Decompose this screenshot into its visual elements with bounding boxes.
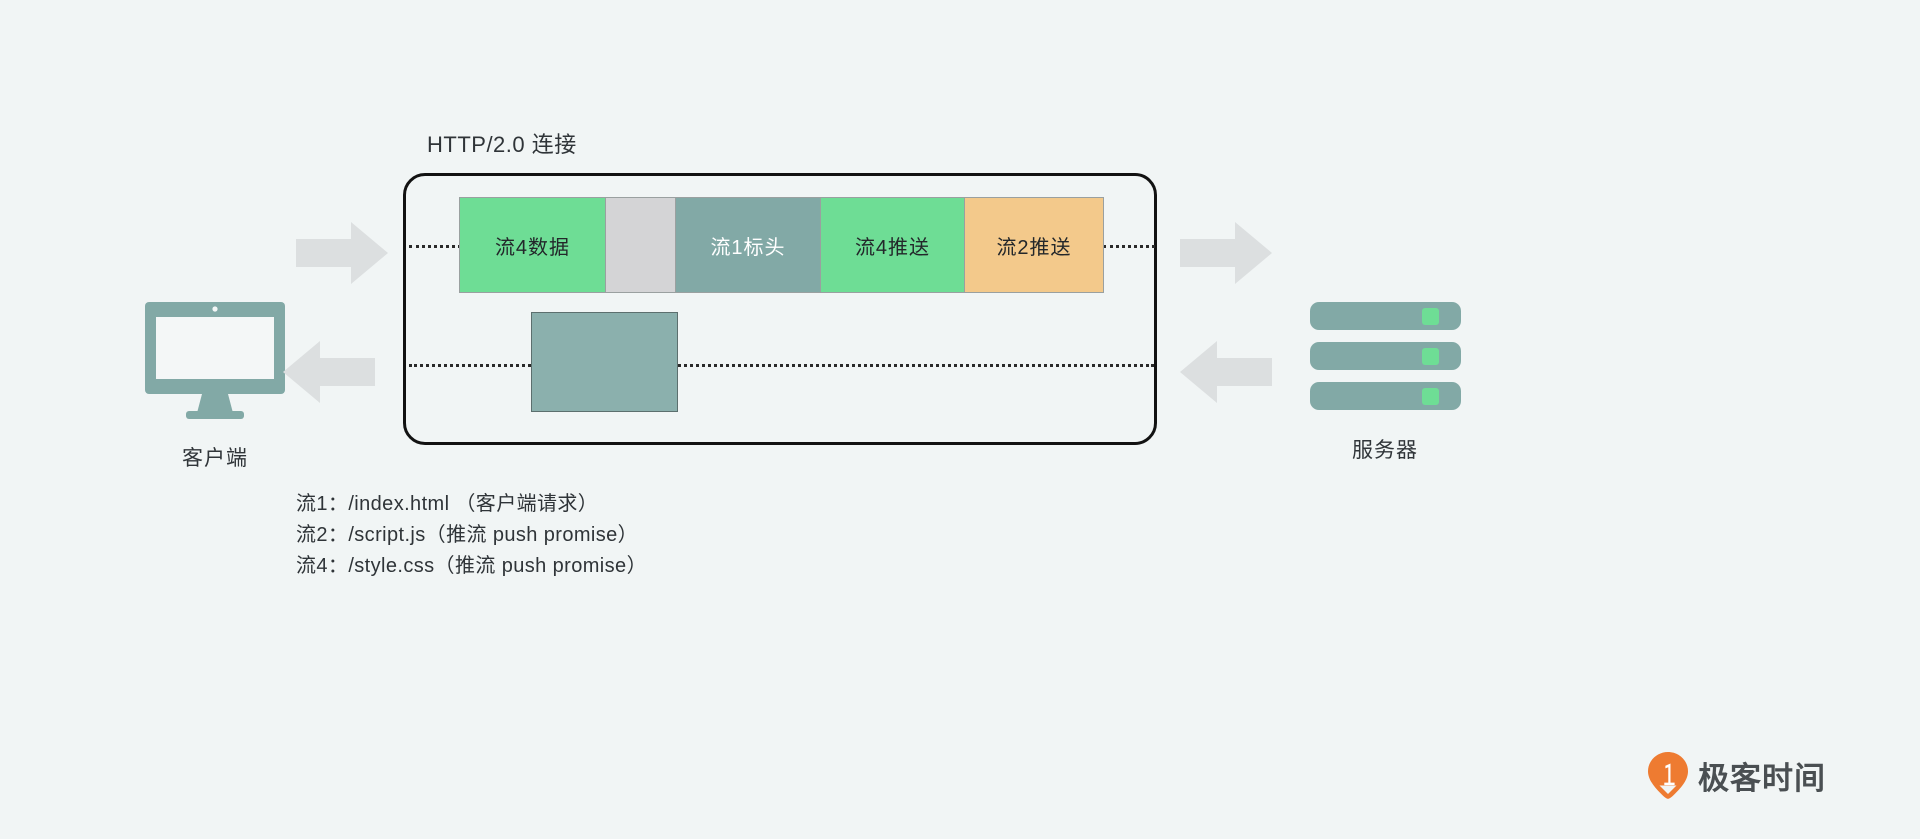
request-dotted-line-right [1103,245,1155,248]
server-node: 服务器 [1300,300,1470,464]
response-frame-block [531,312,678,412]
frame-stream4-data: 流4数据 [459,197,605,293]
response-dotted-line [409,364,1154,367]
legend-line-stream2: 流2：/script.js（推流 push promise） [296,524,639,546]
legend-line-stream4: 流4：/style.css（推流 push promise） [296,555,647,577]
arrow-left-icon [283,341,375,403]
geekbang-pin-icon [1648,752,1688,799]
client-node: 客户端 [130,300,300,472]
arrow-left-icon [1180,341,1272,403]
frame-blank [605,197,675,293]
brand-name: 极客时间 [1698,761,1826,796]
legend-line-stream1: 流1：/index.html （客户端请求） [296,493,599,515]
connection-title: HTTP/2.0 连接 [427,132,577,157]
request-dotted-line-left [409,245,461,248]
brand-logo: 极客时间 [1648,752,1826,799]
server-rack-icon [1309,302,1461,410]
arrow-right-icon [296,222,388,284]
frame-stream1-header: 流1标头 [675,197,820,293]
frame-strip: 流4数据 流1标头 流4推送 流2推送 [459,197,1104,293]
server-label: 服务器 [1352,439,1418,462]
frame-stream4-push: 流4推送 [820,197,964,293]
client-label: 客户端 [182,447,248,470]
monitor-icon [145,302,285,419]
arrow-right-icon [1180,222,1272,284]
stream-legend: 流1：/index.html （客户端请求） 流2：/script.js（推流 … [296,489,647,582]
frame-stream2-push: 流2推送 [964,197,1104,293]
